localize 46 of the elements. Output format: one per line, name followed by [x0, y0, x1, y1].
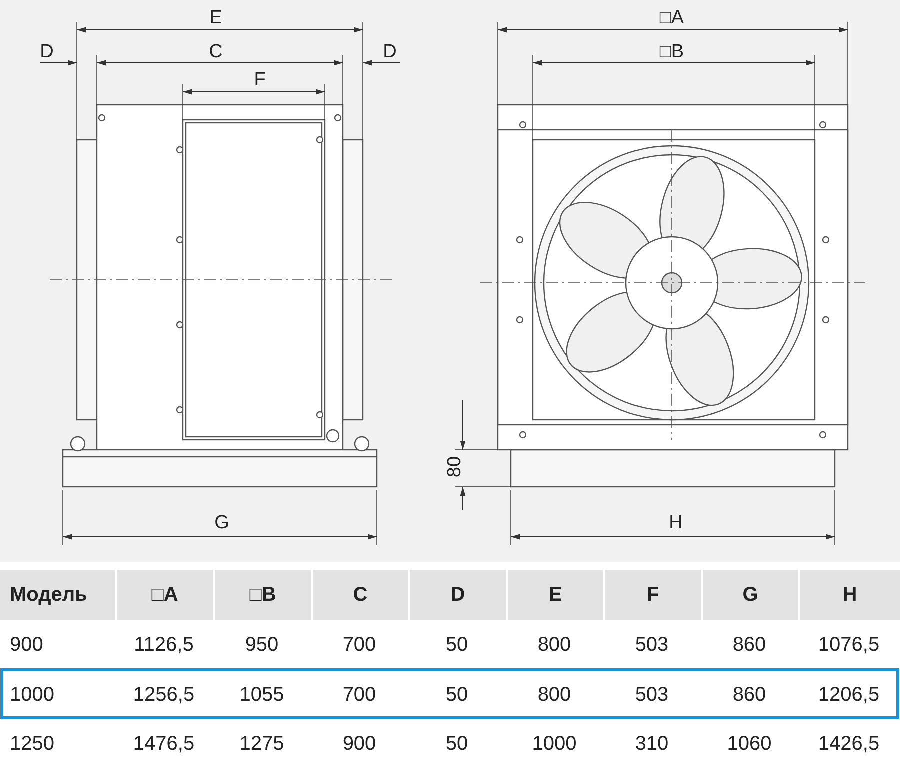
- dimension-value: 800: [536, 682, 572, 708]
- column-header: □A: [117, 570, 213, 620]
- dimension-value: 50: [444, 732, 470, 757]
- dimension-value: 860: [732, 682, 768, 708]
- column-header: H: [800, 570, 900, 620]
- dimension-value: 950: [244, 632, 280, 658]
- column-header: □B: [215, 570, 311, 620]
- dimension-value: 50: [444, 682, 470, 708]
- model-name: 1000: [9, 682, 56, 708]
- dimension-value: 1076,5: [817, 632, 881, 658]
- dimension-value: 310: [634, 732, 670, 757]
- dimension-value: 900: [342, 732, 378, 757]
- dimension-value: 1060: [726, 732, 773, 757]
- dimension-value: 1476,5: [132, 732, 196, 757]
- dimension-value: 700: [342, 682, 378, 708]
- dimension-value: 1426,5: [817, 732, 881, 757]
- column-header: D: [410, 570, 506, 620]
- column-header: C: [313, 570, 408, 620]
- dimension-value: 860: [732, 632, 768, 658]
- dimension-label: C: [209, 42, 223, 62]
- dimension-value: 1055: [238, 682, 286, 708]
- dimension-value: 700: [342, 632, 378, 658]
- column-header: E: [508, 570, 603, 620]
- dimension-value: 1126,5: [133, 632, 195, 658]
- dimension-value: 1000: [531, 732, 578, 757]
- column-header: Модель: [0, 570, 115, 620]
- dimension-label: □B: [660, 42, 684, 62]
- dimension-value: 1206,5: [817, 682, 881, 708]
- dimension-label: E: [210, 8, 222, 28]
- dimension-label: F: [254, 70, 266, 90]
- model-name: 1250: [9, 732, 56, 757]
- model-name: 900: [9, 632, 44, 658]
- dimension-label: □A: [660, 8, 684, 28]
- dimension-label: 80: [446, 456, 464, 478]
- dimension-label: G: [214, 514, 230, 532]
- dimension-label: D: [40, 42, 54, 62]
- dimension-value: 1256,5: [132, 682, 196, 708]
- dimension-label: H: [669, 514, 683, 532]
- column-header: G: [703, 570, 798, 620]
- dimension-label: D: [383, 42, 397, 62]
- dimension-value: 50: [444, 632, 470, 658]
- dimension-value: 503: [634, 682, 670, 708]
- dimension-value: 1275: [238, 732, 286, 757]
- column-header: F: [605, 570, 701, 620]
- dimension-value: 800: [536, 632, 572, 658]
- dimension-value: 503: [634, 632, 670, 658]
